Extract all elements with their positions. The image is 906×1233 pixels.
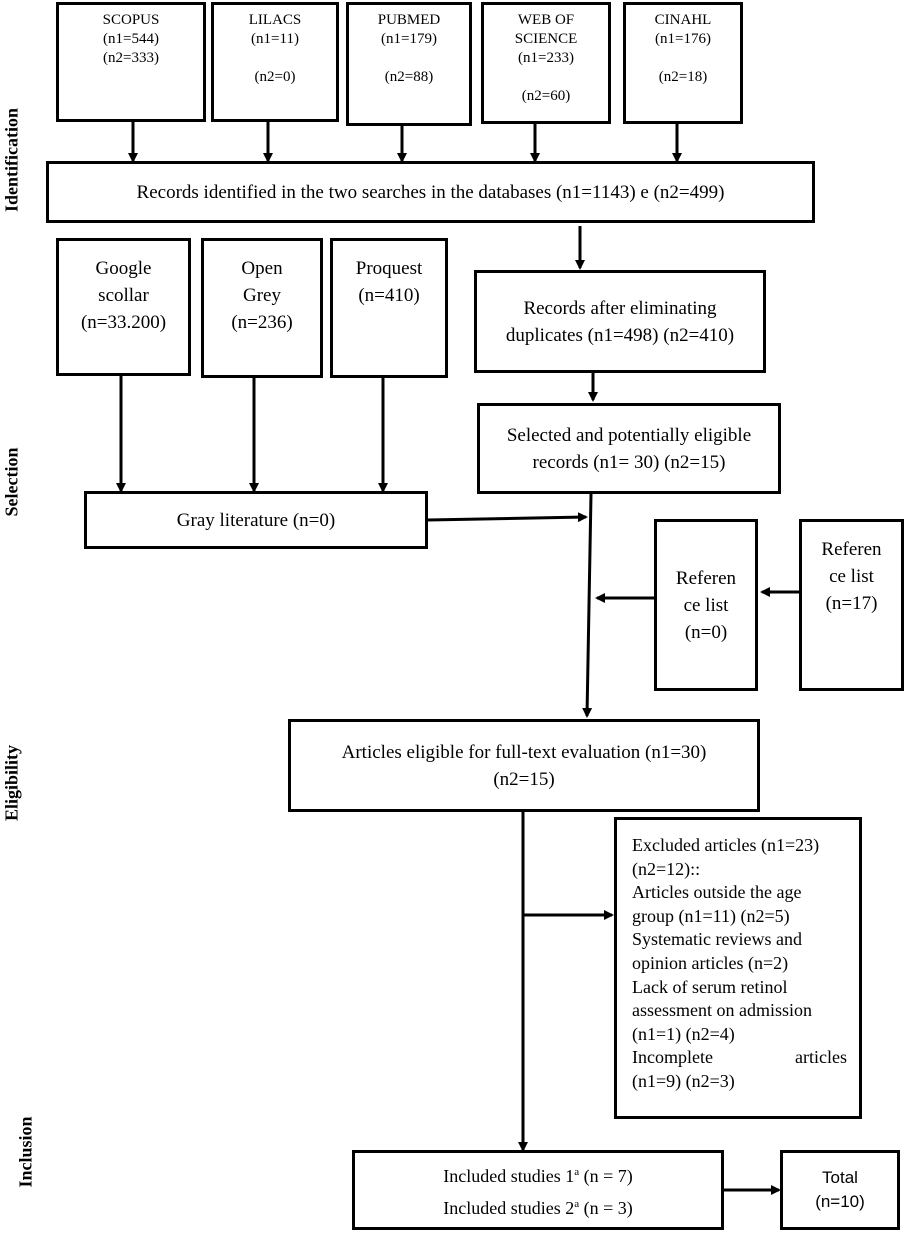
database-count-n1: (n1=233) [518,50,574,66]
database-name: CINAHL [654,12,712,28]
reference-list-box-2: Referen ce list (n=17) [799,519,904,691]
reference-list-box-1: Referen ce list (n=0) [654,519,758,691]
gray-literature-label: Gray literature (n=0) [176,509,336,531]
database-count-n2: (n2=60) [521,88,571,104]
database-count-n2: (n2=0) [254,69,296,85]
excluded-line: Systematic reviews and [632,929,802,950]
reference-list-count: (n=0) [684,621,728,643]
total-count: (n=10) [815,1192,865,1211]
duplicates-removed-box: Records after eliminating duplicates (n1… [474,270,766,373]
included-studies-line1: Included studies 1a (n = 7) [443,1166,633,1186]
source-name: Proquest [355,258,423,279]
database-count-n1: (n1=544) [103,31,159,47]
reference-list-line2: ce list [829,566,874,587]
selected-line2: records (n1= 30) (n2=15) [532,451,726,473]
source-box-proquest: Proquest (n=410) [330,238,448,378]
source-name-line1: Google [95,258,152,279]
source-count: (n=33.200) [80,312,167,333]
reference-list-line1: Referen [675,567,737,589]
excluded-line: Incomplete articles [632,1047,847,1068]
database-name-line2: SCIENCE [514,31,578,47]
database-name: PUBMED [377,12,441,28]
database-count-n1: (n1=11) [251,31,299,47]
database-box-pubmed: PUBMED (n1=179) (n2=88) [346,2,472,126]
excluded-line: (n1=9) (n2=3) [632,1070,735,1091]
excluded-line: (n2=12):: [632,858,701,879]
source-box-google-scollar: Google scollar (n=33.200) [56,238,191,376]
source-count: (n=236) [231,312,293,333]
excluded-line: group (n1=11) (n2=5) [632,905,790,926]
records-identified-box: Records identified in the two searches i… [46,161,815,223]
eligible-articles-box: Articles eligible for full-text evaluati… [288,719,760,812]
reference-list-count: (n=17) [825,593,878,614]
selected-line1: Selected and potentially eligible [506,424,752,446]
source-name-line2: Grey [243,285,281,306]
database-name-line1: WEB OF [517,12,575,28]
excluded-line: Lack of serum retinol [632,976,788,997]
database-name: LILACS [248,12,302,28]
excluded-line: opinion articles (n=2) [632,952,789,973]
database-name: SCOPUS [102,12,160,28]
excluded-line: (n1=1) (n2=4) [632,1023,735,1044]
database-box-lilacs: LILACS (n1=11) (n2=0) [211,2,339,122]
database-box-scopus: SCOPUS (n1=544) (n2=333) [56,2,206,122]
duplicates-line1: Records after eliminating [523,297,717,319]
reference-list-line2: ce list [683,594,729,616]
excluded-line: assessment on admission [632,1000,812,1021]
reference-list-line1: Referen [821,539,882,560]
source-name-line1: Open [241,258,283,279]
included-studies-box: Included studies 1a (n = 7) Included stu… [352,1150,724,1230]
database-count-n2: (n2=88) [384,69,434,85]
eligible-line1: Articles eligible for full-text evaluati… [341,741,707,763]
database-box-cinahl: CINAHL (n1=176) (n2=18) [623,2,743,124]
total-box: Total (n=10) [780,1150,900,1230]
excluded-articles-box: Excluded articles (n1=23) (n2=12):: Arti… [614,817,862,1119]
source-count: (n=410) [358,285,420,306]
source-box-open-grey: Open Grey (n=236) [201,238,323,378]
total-label: Total [822,1168,858,1187]
duplicates-line2: duplicates (n1=498) (n2=410) [505,324,735,346]
gray-literature-box: Gray literature (n=0) [84,491,428,549]
selected-records-box: Selected and potentially eligible record… [477,403,781,494]
source-name-line2: scollar [98,285,149,306]
database-box-web-of-science: WEB OF SCIENCE (n1=233) (n2=60) [481,2,611,124]
included-studies-line2: Included studies 2a (n = 3) [443,1198,633,1218]
database-count-n2: (n2=333) [103,50,159,66]
database-count-n1: (n1=176) [655,31,711,47]
records-identified-label: Records identified in the two searches i… [136,181,725,203]
excluded-line: Excluded articles (n1=23) [632,835,820,855]
excluded-line: Articles outside the age [632,882,802,903]
eligible-line2: (n2=15) [493,768,555,790]
database-count-n2: (n2=18) [658,69,708,85]
database-count-n1: (n1=179) [381,31,437,47]
